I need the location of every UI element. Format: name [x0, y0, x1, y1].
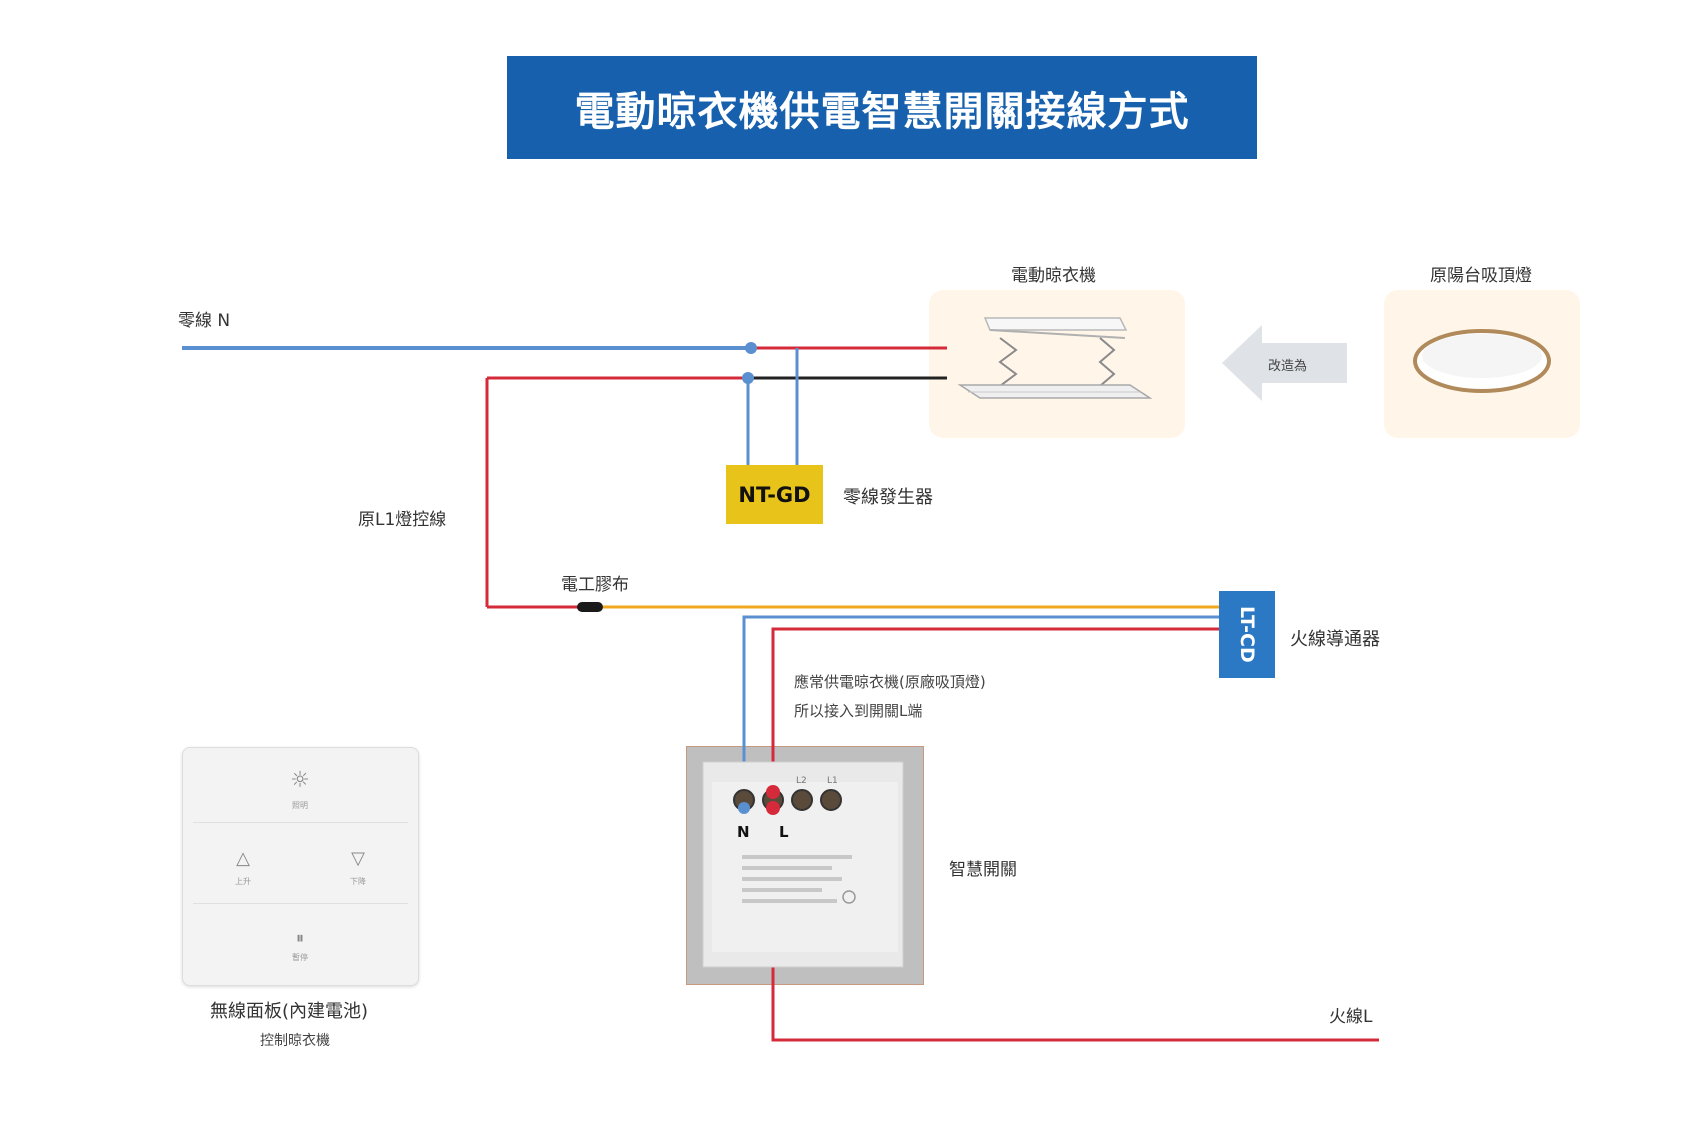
modify-arrow — [1222, 325, 1347, 401]
wireless-panel-image: ☼ 照明 △ 上升 ▽ 下降 ⏸ 暫停 — [182, 747, 419, 986]
switch-n-wire — [742, 615, 1219, 808]
ceiling-light-label: 原陽台吸頂燈 — [1430, 266, 1532, 286]
up-button-caption: 上升 — [235, 877, 251, 886]
title-banner: 電動晾衣機供電智慧開關接線方式 — [507, 56, 1257, 159]
dryer-image-panel — [929, 290, 1185, 438]
terminal-l1-label: L1 — [827, 776, 838, 786]
note-line2: 所以接入到開關L端 — [794, 702, 923, 720]
modify-to-label: 改造為 — [1268, 359, 1308, 374]
electrical-tape — [577, 602, 603, 612]
l1-line-label: 原L1燈控線 — [358, 510, 447, 530]
switch-back-detail — [702, 761, 904, 968]
junction-neutral — [745, 342, 757, 354]
live-conductor-label: 火線導通器 — [1290, 629, 1380, 650]
page-title: 電動晾衣機供電智慧開關接線方式 — [574, 88, 1190, 135]
terminal-l2-label: L2 — [796, 776, 807, 786]
ltcd-box: LT-CD — [1219, 591, 1275, 678]
wireless-panel-sublabel: 控制晾衣機 — [260, 1033, 330, 1049]
neutral-generator-label: 零線發生器 — [843, 487, 933, 508]
pause-button-caption: 暫停 — [292, 953, 308, 962]
smart-switch-label: 智慧開關 — [949, 860, 1017, 880]
down-arrow-icon: ▽ — [351, 848, 365, 869]
pause-icon: ⏸ — [295, 928, 304, 947]
neutral-label: 零線 N — [178, 311, 231, 331]
light-button-caption: 照明 — [292, 801, 308, 810]
terminal-l-label: L — [779, 823, 789, 841]
dryer-label: 電動晾衣機 — [1011, 266, 1096, 286]
dryer-drawing — [957, 317, 1153, 399]
wireless-panel-label: 無線面板(內建電池) — [210, 1001, 369, 1022]
tape-label: 電工膠布 — [561, 575, 629, 595]
down-button-caption: 下降 — [350, 877, 366, 886]
junction-l1 — [742, 372, 754, 384]
ltcd-label: LT-CD — [1236, 606, 1258, 663]
ntgd-box: NT-GD — [726, 465, 823, 524]
live-wire-label: 火線L — [1329, 1007, 1373, 1027]
ceiling-light-drawing — [1413, 329, 1551, 393]
panel-divider-top — [193, 822, 408, 823]
light-bulb-icon: ☼ — [290, 768, 310, 793]
terminal-n-label: N — [737, 823, 750, 841]
note-line1: 應常供電晾衣機(原廠吸頂燈) — [794, 673, 986, 691]
panel-divider-bottom — [193, 903, 408, 904]
up-arrow-icon: △ — [236, 848, 250, 869]
